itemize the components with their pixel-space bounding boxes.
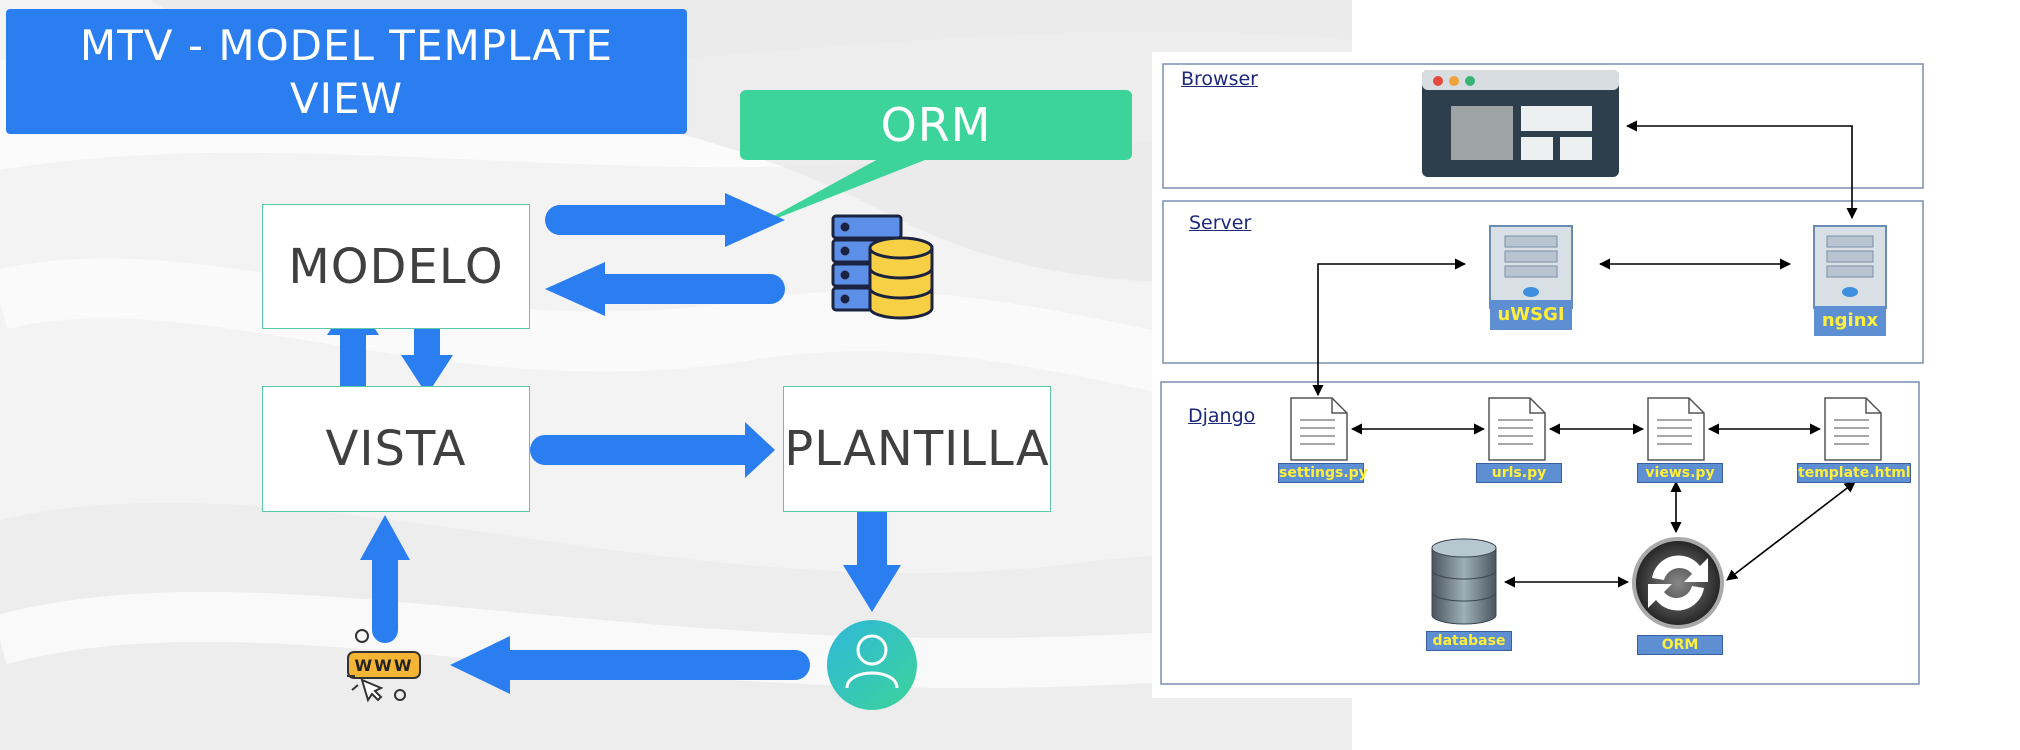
arrow-orm-to-modelo (545, 262, 785, 316)
server-database-icon (831, 214, 934, 320)
arrow-user-to-www (450, 636, 810, 694)
orm-label: ORM (1637, 635, 1723, 655)
plantilla-node: PLANTILLA (783, 386, 1051, 512)
conn-orm-template (1726, 481, 1856, 581)
vista-node: VISTA (262, 386, 530, 512)
architecture-connectors (1312, 120, 1858, 588)
bg-swirl-5 (0, 591, 1356, 689)
arrow-modelo-to-orm (545, 193, 785, 247)
views-file-label: views.py (1637, 463, 1723, 483)
nginx-server-icon (1813, 225, 1887, 309)
server-section-label: Server (1189, 212, 1252, 234)
plantilla-label: PLANTILLA (784, 421, 1050, 477)
file-icons (1290, 397, 1882, 461)
arrow-vista-to-plantilla (530, 422, 775, 478)
urls-file-icon (1488, 397, 1546, 461)
uwsgi-server-icon (1489, 225, 1573, 309)
modelo-node: MODELO (262, 204, 530, 329)
views-file-icon (1647, 397, 1705, 461)
www-badge-text: WWW (354, 656, 414, 675)
www-icon (347, 629, 421, 703)
settings-file-icon (1290, 397, 1348, 461)
database-label: database (1426, 631, 1512, 651)
conn-settings-uwsgi (1312, 258, 1467, 397)
title-line-2: VIEW (289, 73, 404, 123)
orm-callout-bubble (740, 90, 1132, 160)
nginx-label: nginx (1814, 306, 1886, 336)
template-file-icon (1824, 397, 1882, 461)
browser-window-icon (1422, 70, 1619, 177)
django-section-label: Django (1188, 405, 1256, 427)
arrow-plantilla-to-user (843, 485, 901, 612)
orm-sync-icon (1632, 537, 1724, 629)
conn-nginx-browser (1625, 120, 1858, 220)
mtv-arrows (327, 193, 901, 694)
template-file-label: template.html (1797, 463, 1911, 483)
modelo-label: MODELO (288, 238, 504, 295)
database-icon (1431, 538, 1497, 625)
page-title: MTV - MODEL TEMPLATE VIEW (6, 9, 687, 134)
browser-section-label: Browser (1181, 68, 1258, 90)
vista-label: VISTA (325, 421, 467, 477)
settings-file-label: settings.py (1278, 463, 1368, 483)
arrow-www-to-vista (360, 515, 410, 643)
orm-callout-tail (752, 158, 930, 228)
user-icon (827, 620, 917, 710)
orm-callout-label: ORM (880, 98, 992, 152)
uwsgi-label: uWSGI (1490, 300, 1572, 330)
title-line-1: MTV - MODEL TEMPLATE (79, 20, 614, 70)
urls-file-label: urls.py (1476, 463, 1562, 483)
